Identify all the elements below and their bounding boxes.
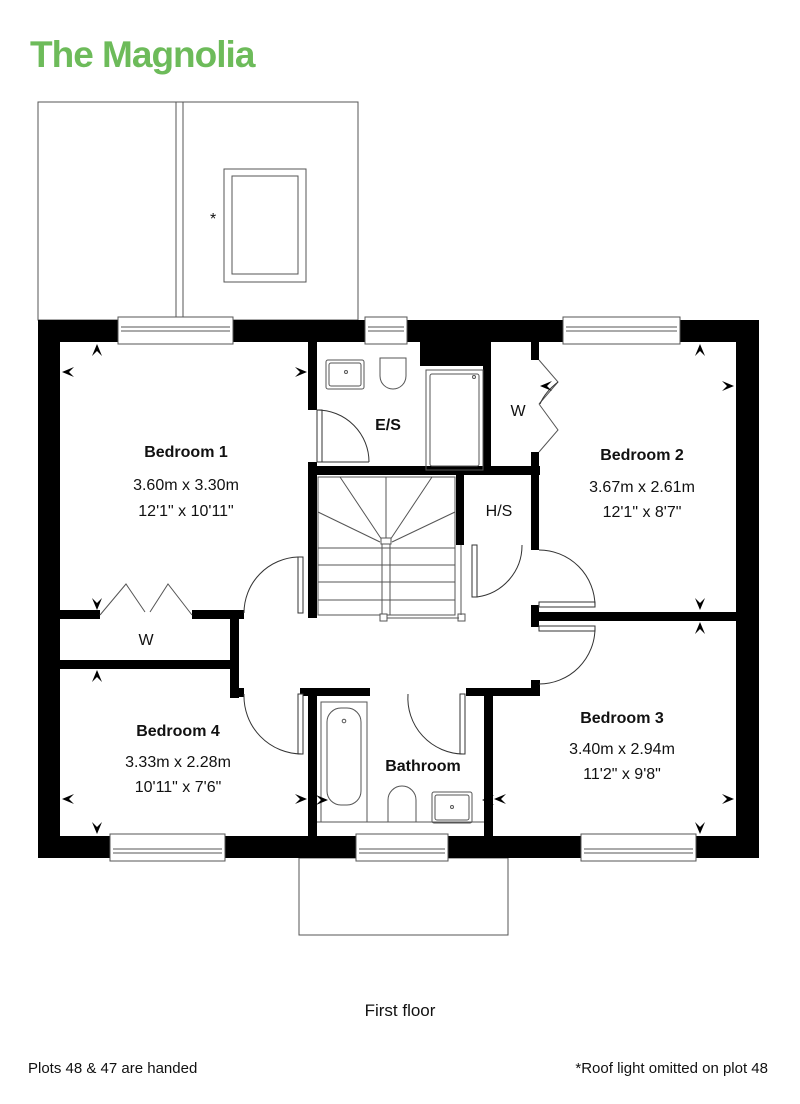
svg-text:3.60m x 3.30m: 3.60m x 3.30m <box>133 477 239 494</box>
svg-text:3.40m x 2.94m: 3.40m x 2.94m <box>569 741 675 758</box>
room-label-wardrobe-bed1: W <box>138 632 154 649</box>
roof-light-note: *Roof light omitted on plot 48 <box>575 1060 768 1077</box>
svg-text:Bedroom 4: Bedroom 4 <box>136 723 220 740</box>
svg-text:10'11" x 7'6": 10'11" x 7'6" <box>135 779 222 796</box>
svg-text:3.33m x 2.28m: 3.33m x 2.28m <box>125 754 231 771</box>
room-label-bedroom-1: Bedroom 1 3.60m x 3.30m 12'1" x 10'11" <box>133 444 239 520</box>
handed-plots-note: Plots 48 & 47 are handed <box>28 1060 198 1077</box>
room-label-bedroom-3: Bedroom 3 3.40m x 2.94m 11'2" x 9'8" <box>569 710 675 783</box>
room-label-bedroom-2: Bedroom 2 3.67m x 2.61m 12'1" x 8'7" <box>589 447 695 521</box>
svg-text:11'2" x 9'8": 11'2" x 9'8" <box>583 766 661 783</box>
floor-label: First floor <box>364 1001 436 1020</box>
roof-light-asterisk: * <box>210 211 216 228</box>
internal-walls <box>60 342 736 838</box>
svg-text:3.67m x 2.61m: 3.67m x 2.61m <box>589 479 695 496</box>
room-label-hot-store: H/S <box>486 503 513 520</box>
svg-text:Bedroom 3: Bedroom 3 <box>580 710 664 727</box>
doors <box>99 359 596 755</box>
svg-text:12'1" x 10'11": 12'1" x 10'11" <box>138 503 233 520</box>
room-label-bedroom-4: Bedroom 4 3.33m x 2.28m 10'11" x 7'6" <box>125 723 231 796</box>
svg-text:Bedroom 1: Bedroom 1 <box>144 444 228 461</box>
staircase <box>317 476 466 622</box>
svg-text:Bedroom 2: Bedroom 2 <box>600 447 684 464</box>
room-label-bathroom: Bathroom <box>385 758 461 775</box>
svg-text:12'1" x 8'7": 12'1" x 8'7" <box>603 504 682 521</box>
page-title: The Magnolia <box>30 34 255 75</box>
floor-plan: * <box>37 101 759 936</box>
room-label-wardrobe-bed2: W <box>510 403 526 420</box>
roof-outline <box>37 101 359 321</box>
porch-outline <box>298 857 509 936</box>
windows <box>109 316 697 862</box>
sanitary-fittings <box>317 357 484 824</box>
roof-light-icon <box>223 168 307 283</box>
room-label-en-suite: E/S <box>375 417 401 434</box>
